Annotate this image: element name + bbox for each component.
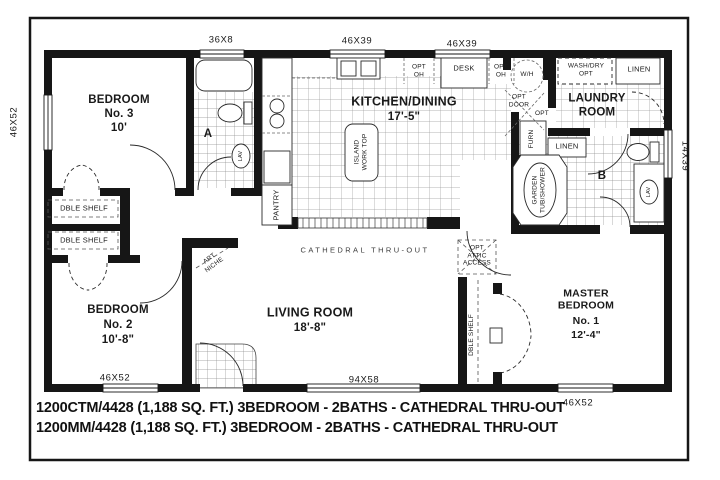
room-label-kitchen-name: KITCHEN/DINING [351, 94, 457, 109]
attic-access-label: OPT ATTIC ACCESS [463, 244, 491, 267]
room-label-master-number: No. 1 [572, 314, 600, 327]
dim-right-laundry: 14X39 [679, 140, 691, 172]
bathroom-a-fixtures [195, 59, 253, 169]
dim-bottom-bedroom2: 46X52 [99, 372, 131, 384]
wash-dry-label: WASH/DRY OPT [567, 62, 605, 77]
opt-label: OPT [535, 110, 549, 118]
room-label-living-name: LIVING ROOM [266, 305, 354, 320]
kitchen-dashed-marks [262, 58, 545, 137]
lav-label-bath-a: LAV [237, 150, 244, 162]
room-label-master-size: 12'-4" [571, 328, 601, 341]
opt-overhead-label-right: OPT OH [494, 63, 508, 78]
dble-shelf-label-lower: DBLE SHELF [60, 235, 108, 245]
dim-top-bath: 36X8 [208, 34, 234, 46]
dim-bottom-master: 46X52 [562, 397, 594, 409]
pantry-label: PANTRY [271, 189, 281, 221]
closet-details [47, 199, 497, 384]
dim-top-desk: 46X39 [446, 38, 478, 50]
dim-top-kitchen: 46X39 [341, 35, 373, 47]
footer-model-line-1: 1200CTM/4428 (1,188 SQ. FT.) 3BEDROOM - … [36, 400, 565, 416]
page-border [28, 16, 690, 462]
opt-overhead-label-left: OPT OH [412, 63, 426, 78]
room-label-laundry: LAUNDRY ROOM [568, 92, 626, 118]
room-label-living-size: 18'-8" [293, 322, 327, 335]
linen-label-laundry: LINEN [627, 64, 651, 74]
dim-bottom-living: 94X58 [348, 374, 380, 386]
bifold-door-swings [63, 91, 665, 374]
room-label-master-name: MASTER BEDROOM [557, 287, 615, 312]
furnace-label: FURN [528, 129, 536, 149]
lav-label-bath-b: LAV [645, 186, 652, 198]
dble-shelf-label-upper: DBLE SHELF [60, 203, 108, 213]
opt-door-label: OPT DOOR [508, 93, 530, 108]
room-label-bedroom2-name: BEDROOM [87, 304, 149, 317]
footer-model-line-2: 1200MM/4428 (1,188 SQ. FT.) 3BEDROOM - 2… [36, 420, 558, 436]
kitchen-fixtures [261, 57, 547, 226]
island-worktop-label: ISLAND WORK TOP [353, 133, 368, 171]
room-label-kitchen-size: 17'-5" [387, 111, 421, 124]
water-heater-label: W/H [520, 71, 534, 79]
laundry-fixtures [557, 57, 661, 85]
room-label-bedroom2-size: 10'-8" [101, 334, 135, 347]
garden-tub-label: GARDEN TUB/SHOWER [531, 166, 546, 214]
kitchen-rail [297, 217, 428, 229]
desk-label: DESK [453, 63, 475, 73]
room-label-bedroom3-number: No. 3 [104, 108, 134, 121]
room-label-bedroom3-name: BEDROOM [88, 94, 150, 107]
bathroom-b-fixtures [512, 137, 665, 226]
room-label-bath-b: B [597, 170, 607, 183]
closet-pivot-box [489, 327, 503, 344]
room-label-bedroom2-number: No. 2 [103, 319, 133, 332]
dble-shelf-label-master: DBLE SHELF [468, 314, 476, 356]
door-swings [129, 133, 631, 387]
room-label-bath-a: A [203, 128, 213, 141]
room-label-bedroom3-size: 10' [110, 122, 128, 135]
linen-label-bath-b: LINEN [555, 141, 579, 151]
dim-left-bedroom3: 46X52 [8, 106, 20, 138]
walls [44, 50, 672, 392]
cathedral-note: CATHEDRAL THRU-OUT [300, 245, 430, 255]
